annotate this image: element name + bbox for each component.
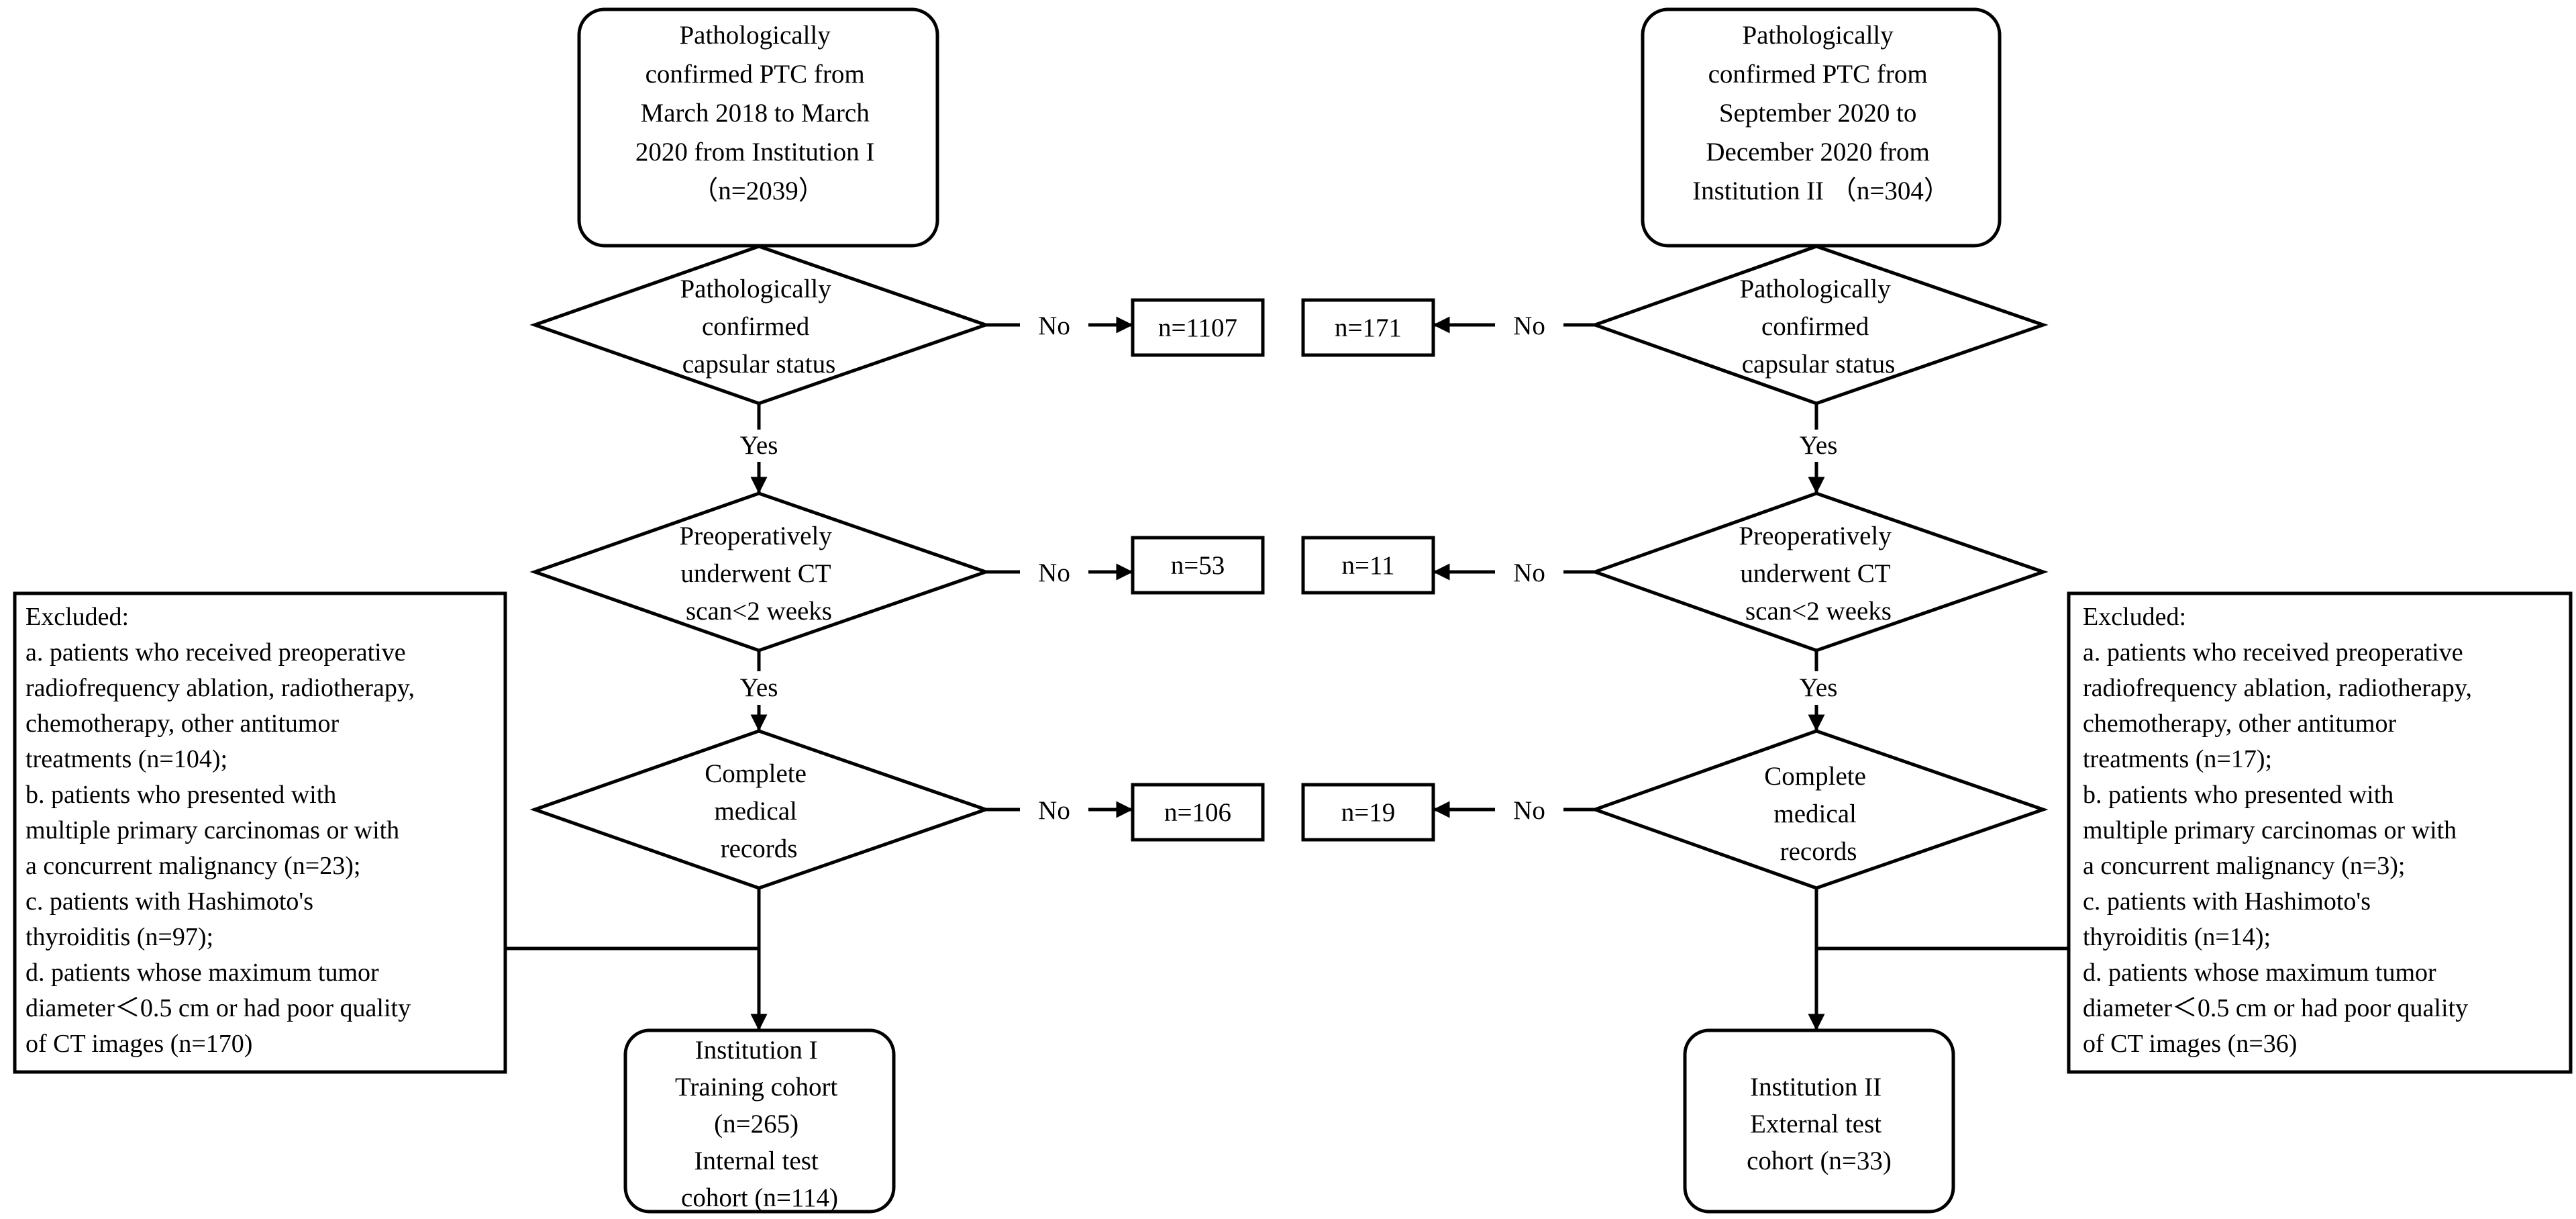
right-excluded-line: Excluded: <box>2083 603 2186 631</box>
left-d1-line: capsular status <box>682 350 836 379</box>
right-start-box <box>1641 7 2002 248</box>
right-d3-text: Complete medical records <box>1764 762 1872 866</box>
right-d1-text: Pathologically confirmed capsular status <box>1739 275 1897 379</box>
right-excluded-line: of CT images (n=36) <box>2083 1030 2297 1058</box>
left-start-line: confirmed PTC from <box>646 60 865 89</box>
left-excluded-text: Excluded: a. patients who received preop… <box>25 603 421 1058</box>
left-no-label-3: No <box>1038 796 1070 825</box>
right-branch <box>1301 7 2573 1214</box>
right-d3-line: records <box>1780 837 1857 866</box>
left-d3-text: Complete medical records <box>705 759 813 863</box>
right-d3-line: Complete <box>1764 762 1866 791</box>
right-end-text: Institution II External test cohort (n=3… <box>1747 1073 1892 1175</box>
right-excluded-line: multiple primary carcinomas or with <box>2083 816 2457 844</box>
left-d1-line: Pathologically <box>680 275 831 303</box>
left-d3-line: records <box>721 834 798 863</box>
right-d2-line: Preoperatively <box>1739 522 1892 550</box>
right-excluded-line: b. patients who presented with <box>2083 781 2393 809</box>
left-excluded-line: d. patients whose maximum tumor <box>25 959 379 987</box>
left-start-line: Pathologically <box>679 21 831 50</box>
right-d1-line: capsular status <box>1742 350 1896 379</box>
right-no-label-2: No <box>1513 558 1545 587</box>
left-d2-line: Preoperatively <box>679 522 832 550</box>
right-d1-line: Pathologically <box>1739 275 1891 303</box>
right-start-text: Pathologically confirmed PTC from Septem… <box>1692 21 1950 205</box>
right-end-line: Institution II <box>1750 1073 1882 1102</box>
left-d2-line: scan<2 weeks <box>686 597 832 626</box>
right-start-line: Institution II （n=304） <box>1692 177 1950 205</box>
left-end-line: cohort (n=114) <box>681 1183 838 1212</box>
left-start-text: Pathologically confirmed PTC from March … <box>635 21 881 205</box>
right-d3-line: medical <box>1773 799 1857 828</box>
left-exclusion-count-3: n=106 <box>1164 798 1231 827</box>
right-d1-line: confirmed <box>1761 312 1869 341</box>
right-no-label-1: No <box>1513 311 1545 340</box>
left-end-line: Institution I <box>695 1036 818 1065</box>
left-excluded-line: of CT images (n=170) <box>25 1030 252 1058</box>
left-d3-line: Complete <box>705 759 807 788</box>
right-d2-text: Preoperatively underwent CT scan<2 weeks <box>1739 522 1898 626</box>
left-excluded-line: thyroiditis (n=97); <box>25 923 213 951</box>
left-start-line: 2020 from Institution I <box>635 138 874 166</box>
right-excluded-line: d. patients whose maximum tumor <box>2083 959 2436 987</box>
left-d1-text: Pathologically confirmed capsular status <box>680 275 837 379</box>
left-d2-text: Preoperatively underwent CT scan<2 weeks <box>679 522 838 626</box>
right-start-line: December 2020 from <box>1706 138 1930 166</box>
left-d3-line: medical <box>714 797 797 826</box>
left-end-text: Institution I Training cohort (n=265) In… <box>675 1036 844 1212</box>
right-end-line: cohort (n=33) <box>1747 1147 1892 1175</box>
left-excluded-line: a. patients who received preoperative <box>25 638 406 667</box>
right-exclusion-count-1: n=171 <box>1335 313 1402 342</box>
right-excluded-line: chemotherapy, other antitumor <box>2083 710 2396 738</box>
left-end-line: (n=265) <box>714 1110 798 1138</box>
left-excluded-line: Excluded: <box>25 603 129 631</box>
left-excluded-line: multiple primary carcinomas or with <box>25 816 399 844</box>
right-excluded-line: radiofrequency ablation, radiotherapy, <box>2083 674 2472 702</box>
right-yes-label-2: Yes <box>1800 673 1838 702</box>
right-start-line: September 2020 to <box>1719 99 1917 128</box>
left-d1-line: confirmed <box>702 312 810 341</box>
left-excluded-line: a concurrent malignancy (n=23); <box>25 852 360 880</box>
right-excluded-line: diameter＜0.5 cm or had poor quality <box>2083 994 2468 1022</box>
right-excluded-text: Excluded: a. patients who received preop… <box>2083 603 2478 1058</box>
right-exclusion-count-3: n=19 <box>1341 798 1396 827</box>
right-start-line: Pathologically <box>1742 21 1894 50</box>
right-excluded-line: treatments (n=17); <box>2083 745 2272 773</box>
left-excluded-line: c. patients with Hashimoto's <box>25 887 313 916</box>
left-exclusion-count-1: n=1107 <box>1158 313 1237 342</box>
right-d2-line: underwent CT <box>1740 559 1890 588</box>
right-no-label-3: No <box>1513 796 1545 825</box>
right-excluded-box <box>2067 591 2573 1074</box>
left-excluded-line: b. patients who presented with <box>25 781 336 809</box>
right-start-line: confirmed PTC from <box>1708 60 1928 89</box>
left-yes-label-1: Yes <box>740 431 778 460</box>
left-excluded-line: chemotherapy, other antitumor <box>25 710 339 738</box>
left-exclusion-count-2: n=53 <box>1171 551 1225 580</box>
right-excluded-line: c. patients with Hashimoto's <box>2083 887 2371 916</box>
left-d2-line: underwent CT <box>680 559 831 588</box>
left-excluded-line: diameter＜0.5 cm or had poor quality <box>25 994 411 1022</box>
right-excluded-line: a. patients who received preoperative <box>2083 638 2463 667</box>
left-excluded-line: radiofrequency ablation, radiotherapy, <box>25 674 415 702</box>
left-start-line: （n=2039） <box>692 177 825 205</box>
right-exclusion-count-2: n=11 <box>1341 551 1394 580</box>
left-branch <box>13 7 1265 1214</box>
left-end-line: Training cohort <box>675 1073 837 1102</box>
left-end-line: Internal test <box>694 1147 819 1175</box>
left-excluded-box <box>13 591 507 1074</box>
right-excluded-line: a concurrent malignancy (n=3); <box>2083 852 2405 880</box>
right-yes-label-1: Yes <box>1800 431 1838 460</box>
left-yes-label-2: Yes <box>740 673 778 702</box>
left-no-label-1: No <box>1038 311 1070 340</box>
right-d2-line: scan<2 weeks <box>1745 597 1892 626</box>
right-excluded-line: thyroiditis (n=14); <box>2083 923 2271 951</box>
left-no-label-2: No <box>1038 558 1070 587</box>
right-end-line: External test <box>1750 1110 1882 1138</box>
left-start-line: March 2018 to March <box>641 99 870 128</box>
left-excluded-line: treatments (n=104); <box>25 745 227 773</box>
